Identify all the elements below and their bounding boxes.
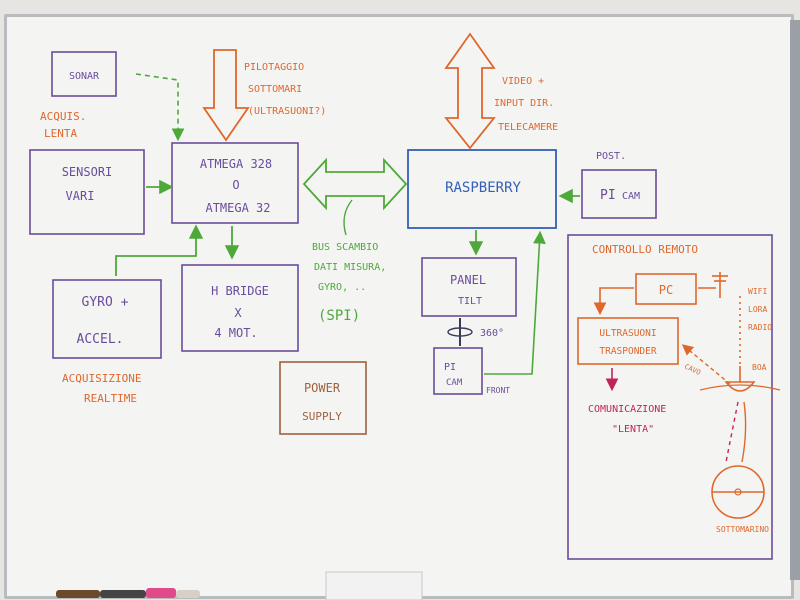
- comunicazione-label-2: "LENTA": [612, 424, 654, 435]
- power-supply-box: [279, 361, 367, 435]
- bus-label-2: DATI MISURA,: [314, 262, 386, 273]
- acq-realtime-label-2: REALTIME: [84, 392, 137, 405]
- picam-front-label-1: PI: [444, 362, 456, 373]
- sensori-label-1: SENSORI: [62, 165, 113, 179]
- picam-post-label-1: PI: [600, 188, 616, 203]
- wifi-label-3: RADIO: [748, 323, 772, 332]
- picam-front-to-raspberry-arrow: [484, 230, 546, 375]
- video-label-1: VIDEO +: [502, 76, 544, 87]
- ultrasuoni-label-1: ULTRASUONI: [599, 328, 656, 339]
- atmega-label-2: O: [232, 178, 239, 192]
- eraser-holder-right: [790, 20, 800, 580]
- video-label-2: INPUT DIR.: [494, 98, 554, 109]
- controllo-remoto-box: [567, 234, 773, 560]
- bus-label-connector: [343, 199, 353, 236]
- bus-label-3: GYRO, ..: [318, 282, 366, 293]
- pc-to-ultrasuoni-arrow: [593, 287, 634, 316]
- buoy-to-submarine-dashed: [725, 401, 739, 463]
- picam-post-box: [581, 169, 657, 219]
- sensori-label-2: VARI: [66, 189, 95, 203]
- rotation-label: 360°: [480, 328, 504, 339]
- submarine-icon: [711, 465, 765, 519]
- pilotaggio-label-1: PILOTAGGIO: [244, 62, 304, 73]
- bus-label-4: (SPI): [318, 308, 360, 324]
- gyro-label-2: ACCEL.: [77, 332, 124, 347]
- pc-label: PC: [659, 283, 673, 297]
- video-double-arrow: [444, 32, 496, 150]
- wifi-label-2: LORA: [748, 305, 767, 314]
- pilotaggio-label-2: SOTTOMARI: [248, 84, 302, 95]
- hbridge-label-3: 4 MOT.: [214, 326, 257, 340]
- rotation-symbol: [447, 318, 473, 346]
- picam-front-label-2: CAM: [446, 378, 463, 388]
- buoy-icon: [699, 366, 781, 392]
- atmega-label-1: ATMEGA 328: [200, 157, 272, 171]
- picam-post-label-2: CAM: [622, 191, 640, 202]
- gyro-box: [52, 279, 162, 359]
- whiteboard: [4, 14, 794, 599]
- wifi-label-1: WIFI: [748, 287, 767, 296]
- video-label-3: TELECAMERE: [498, 122, 558, 133]
- power-label-2: SUPPLY: [302, 410, 342, 423]
- buoy-cable: [741, 401, 747, 463]
- gyro-to-atmega-arrow: [115, 224, 204, 276]
- acquis-lenta-label-1: ACQUIS.: [40, 110, 86, 123]
- gyro-label-1: GYRO +: [82, 295, 129, 310]
- atmega-label-3: ATMEGA 32: [205, 201, 270, 215]
- sonar-label: SONAR: [69, 71, 100, 82]
- boa-label: BOA: [752, 363, 767, 372]
- hbridge-box: [181, 264, 299, 352]
- post-label: POST.: [596, 151, 626, 162]
- pilotaggio-arrow: [202, 49, 250, 142]
- power-label-1: POWER: [304, 381, 341, 395]
- panel-tilt-box: [421, 257, 517, 317]
- sonar-connector: [135, 73, 185, 142]
- acquis-lenta-label-2: LENTA: [44, 127, 77, 140]
- bus-label-1: BUS SCAMBIO: [312, 242, 378, 253]
- cable-dashed: [681, 344, 731, 385]
- antenna-icon: [712, 272, 728, 298]
- raspberry-box: [407, 149, 557, 229]
- ultrasuoni-box: [577, 317, 679, 365]
- marker-tray: [325, 571, 423, 600]
- controllo-remoto-title: CONTROLLO REMOTO: [592, 243, 698, 256]
- panel-label-2: TILT: [458, 296, 482, 307]
- front-label: FRONT: [486, 386, 510, 395]
- comunicazione-label-1: COMUNICAZIONE: [588, 404, 666, 415]
- cavo-label: CAVO: [683, 363, 702, 377]
- picam-front-box: [433, 347, 483, 395]
- markers: [56, 588, 200, 598]
- hbridge-label-1: H BRIDGE: [211, 284, 269, 298]
- sonar-box: [51, 51, 117, 97]
- pilotaggio-label-3: (ULTRASUONI?): [248, 106, 326, 117]
- pc-box: [635, 273, 697, 305]
- panel-label-1: PANEL: [450, 273, 486, 287]
- bus-double-arrow: [302, 157, 408, 211]
- sottomarino-label: SOTTOMARINO: [716, 525, 769, 534]
- raspberry-label: RASPBERRY: [445, 180, 521, 196]
- hbridge-label-2: X: [234, 306, 242, 320]
- acq-realtime-label-1: ACQUISIZIONE: [62, 372, 141, 385]
- sensori-box: [29, 149, 145, 235]
- ultrasuoni-label-2: TRASPONDER: [599, 346, 656, 357]
